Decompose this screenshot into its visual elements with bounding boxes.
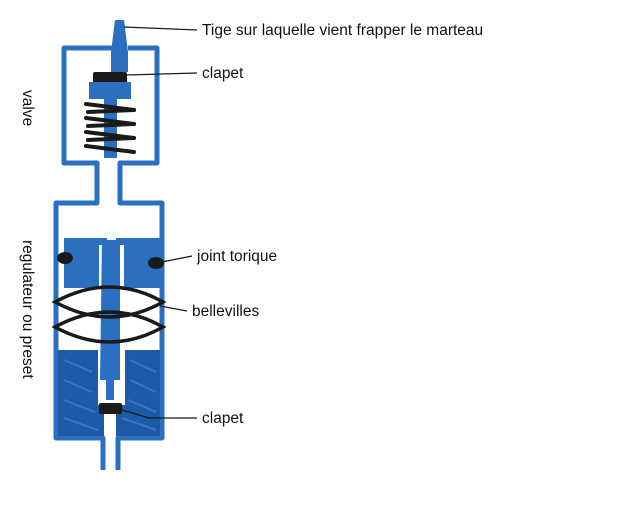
regulator-block-left (64, 238, 107, 288)
regulator-rod (100, 240, 120, 400)
regulator-housing (53, 198, 165, 470)
regulator-lower-left (58, 350, 104, 436)
clapet-bottom (99, 403, 122, 414)
label-tige: Tige sur laquelle vient frapper le marte… (202, 22, 484, 39)
label-joint-torique: joint torique (197, 248, 278, 265)
bellevilles-stack (51, 285, 167, 344)
joint-torique-left (57, 252, 73, 264)
regulator-lower-right (116, 350, 160, 436)
joint-torique-right (148, 257, 164, 269)
tige-rod (111, 20, 128, 72)
label-clapet-top: clapet (202, 65, 244, 82)
block-texture (63, 359, 157, 431)
label-clapet-bottom: clapet (202, 410, 244, 427)
label-bellevilles: bellevilles (192, 303, 260, 320)
leader-lines (121, 26, 198, 419)
side-label-valve: valve (19, 90, 36, 127)
side-label-regulateur: regulateur ou preset (19, 240, 36, 379)
regulator-block-right (116, 238, 160, 288)
clapet-top (93, 72, 127, 85)
valve-spring (84, 102, 136, 154)
valve-housing (61, 45, 160, 198)
